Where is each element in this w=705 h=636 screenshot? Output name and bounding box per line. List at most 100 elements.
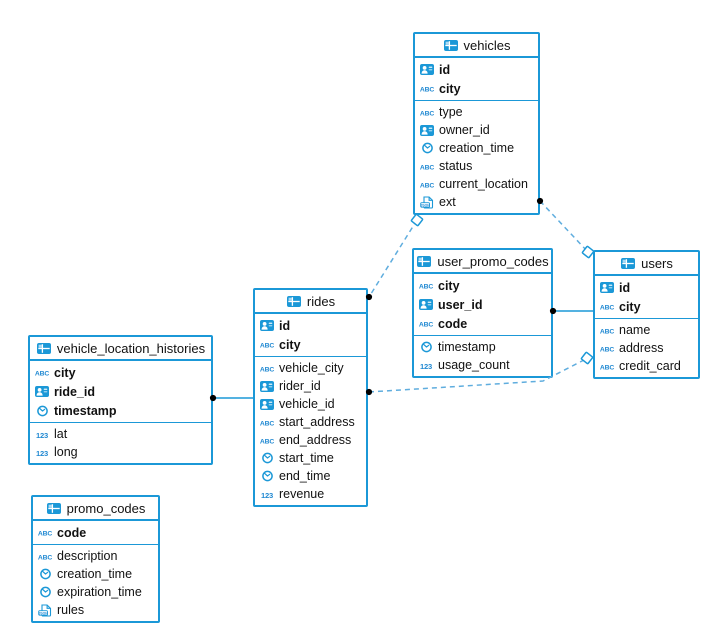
abc-type-icon: ABC — [37, 551, 53, 562]
column-row-id[interactable]: id — [255, 316, 366, 335]
table-header[interactable]: promo_codes — [33, 497, 158, 521]
table-header[interactable]: user_promo_codes — [414, 250, 551, 274]
num-type-icon: 123 — [34, 447, 50, 458]
column-row-vehicle_id[interactable]: vehicle_id — [255, 395, 366, 413]
column-row-timestamp[interactable]: timestamp — [414, 338, 551, 356]
json-type-icon: JSON — [419, 195, 435, 209]
column-row-id[interactable]: id — [595, 278, 698, 297]
clock-type-icon — [37, 568, 53, 580]
clock-type-icon — [37, 586, 53, 598]
column-row-creation_time[interactable]: creation_time — [415, 139, 538, 157]
column-row-creation_time[interactable]: creation_time — [33, 565, 158, 583]
table-icon — [46, 502, 62, 514]
json-type-icon: JSON — [37, 603, 53, 617]
abc-type-icon: ABC — [418, 318, 434, 329]
svg-text:123: 123 — [36, 431, 48, 440]
column-row-end_time[interactable]: end_time — [255, 467, 366, 485]
table-header[interactable]: users — [595, 252, 698, 276]
user-type-icon — [599, 282, 615, 293]
column-label: address — [619, 341, 664, 355]
column-row-id[interactable]: id — [415, 60, 538, 79]
column-label: start_time — [279, 451, 334, 465]
column-label: name — [619, 323, 651, 337]
user-type-icon — [418, 299, 434, 310]
column-row-owner_id[interactable]: owner_id — [415, 121, 538, 139]
column-row-lat[interactable]: 123 lat — [30, 425, 211, 443]
column-row-rider_id[interactable]: rider_id — [255, 377, 366, 395]
column-label: city — [54, 365, 76, 380]
column-label: city — [438, 278, 460, 293]
column-label: rules — [57, 603, 85, 617]
abc-type-icon: ABC — [418, 280, 434, 291]
column-row-user_id[interactable]: user_id — [414, 295, 551, 314]
column-label: type — [439, 105, 463, 119]
clock-type-icon — [34, 405, 50, 417]
column-row-rules[interactable]: JSON rules — [33, 601, 158, 619]
table-title: user_promo_codes — [437, 253, 549, 269]
column-label: city — [279, 337, 301, 352]
column-row-address[interactable]: ABC address — [595, 339, 698, 357]
svg-text:ABC: ABC — [600, 346, 614, 353]
table-header[interactable]: vehicle_location_histories — [30, 337, 211, 361]
column-row-timestamp[interactable]: timestamp — [30, 401, 211, 420]
column-row-city[interactable]: ABC city — [255, 335, 366, 354]
svg-text:JSON: JSON — [38, 611, 48, 615]
column-label: expiration_time — [57, 585, 142, 599]
column-label: lat — [54, 427, 68, 441]
column-label: end_time — [279, 469, 331, 483]
abc-type-icon: ABC — [259, 339, 275, 350]
table-header[interactable]: rides — [255, 290, 366, 314]
column-label: code — [57, 525, 87, 540]
svg-text:ABC: ABC — [419, 284, 433, 291]
table-title: users — [641, 255, 673, 271]
table-title: vehicle_location_histories — [56, 340, 206, 356]
table-title: promo_codes — [66, 500, 146, 516]
table-header[interactable]: vehicles — [415, 34, 538, 58]
column-row-start_time[interactable]: start_time — [255, 449, 366, 467]
table-title: vehicles — [463, 37, 511, 53]
svg-text:ABC: ABC — [419, 322, 433, 329]
column-label: creation_time — [57, 567, 133, 581]
svg-text:ABC: ABC — [260, 343, 274, 350]
user-type-icon — [259, 380, 275, 392]
svg-text:ABC: ABC — [600, 305, 614, 312]
abc-type-icon: ABC — [599, 361, 615, 372]
column-row-expiration_time[interactable]: expiration_time — [33, 583, 158, 601]
svg-text:ABC: ABC — [420, 110, 434, 117]
column-row-city[interactable]: ABC city — [414, 276, 551, 295]
abc-type-icon: ABC — [259, 417, 275, 428]
column-row-ride_id[interactable]: ride_id — [30, 382, 211, 401]
column-row-type[interactable]: ABC type — [415, 103, 538, 121]
